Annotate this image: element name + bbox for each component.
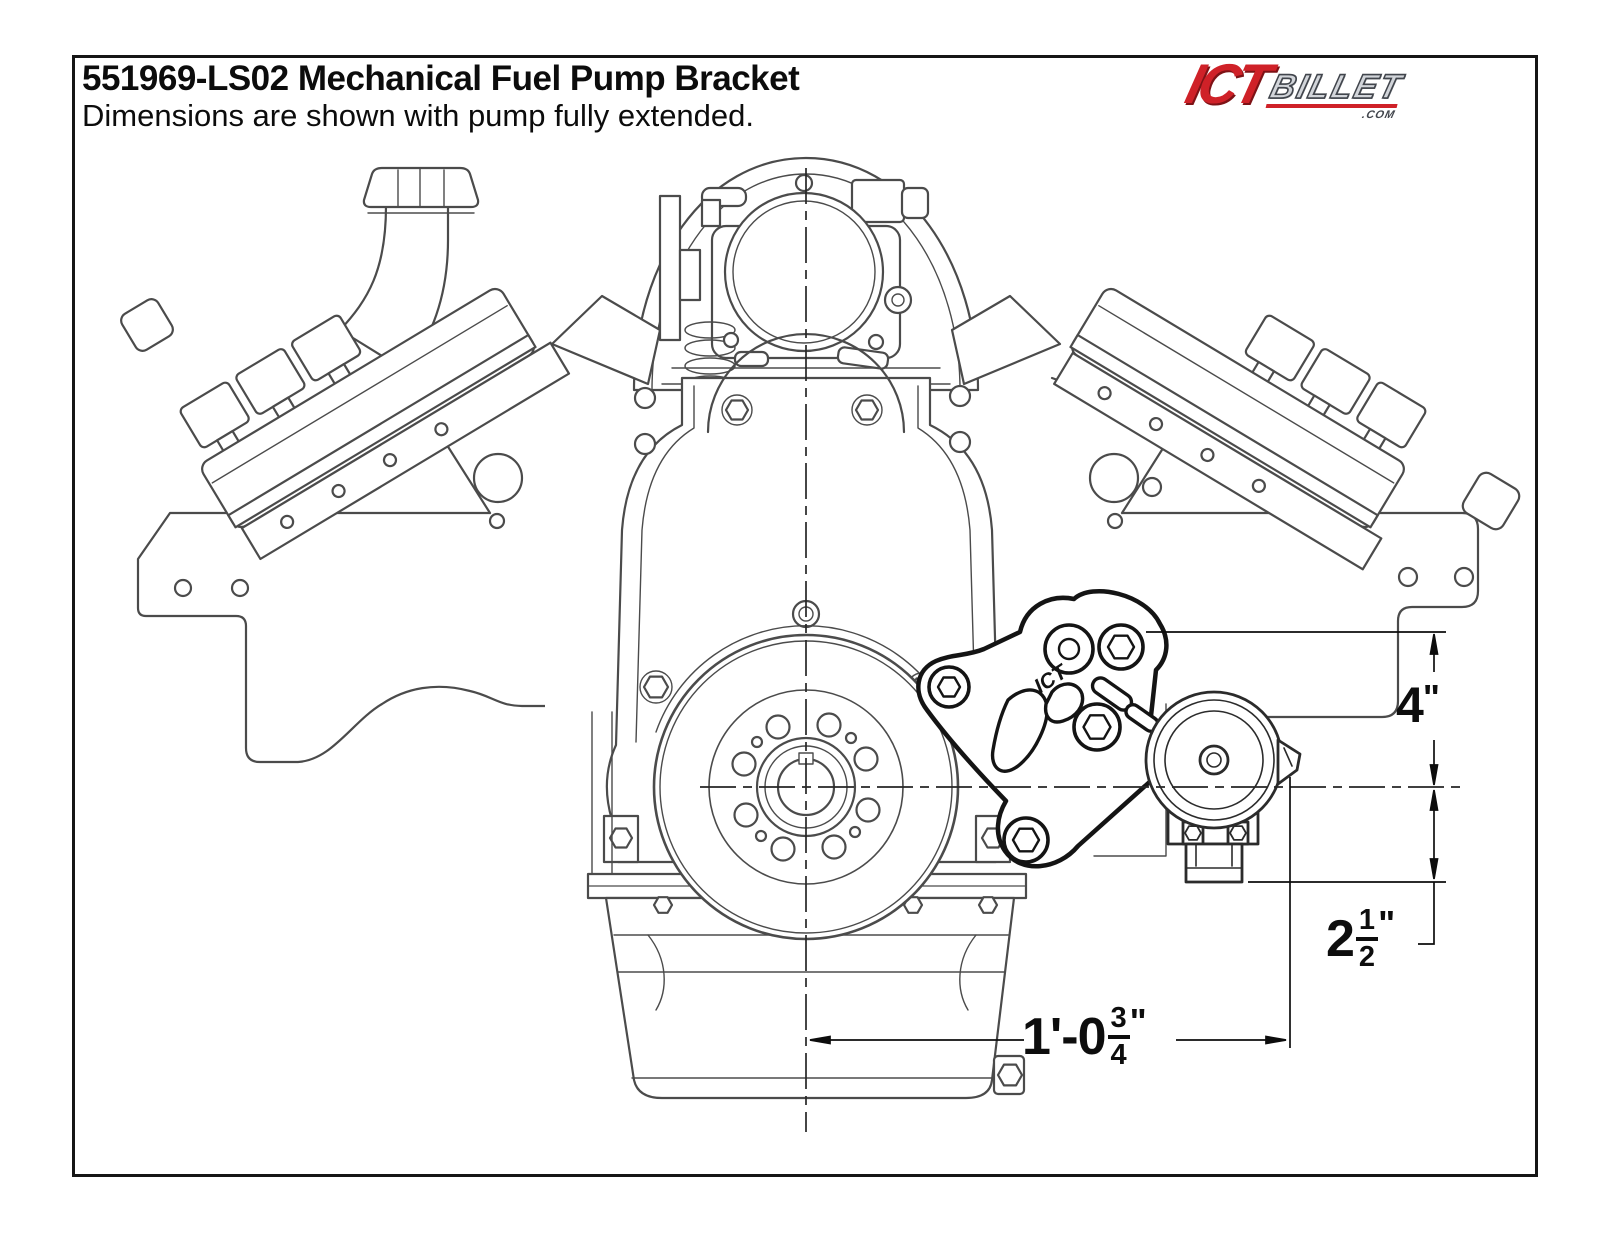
- left-accessory-plate: [136, 511, 562, 764]
- dimension-12-75in: [809, 777, 1291, 1048]
- pump-outlet-fitting: [1184, 825, 1247, 884]
- fraction-denominator: 2: [1358, 941, 1376, 973]
- pan-bolt: [652, 896, 674, 914]
- arrowhead: [1429, 633, 1439, 655]
- dimension-width-label: 1'-0 3 4 ": [1022, 1004, 1147, 1070]
- fraction-numerator: 3: [1107, 1004, 1130, 1039]
- arrowhead: [1429, 764, 1439, 786]
- valve-cover-right: [1053, 287, 1427, 571]
- arrowhead: [1265, 1035, 1287, 1045]
- page-subtitle: Dimensions are shown with pump fully ext…: [82, 97, 755, 133]
- pan-bolt: [977, 896, 999, 914]
- fraction-denominator: 4: [1110, 1039, 1127, 1071]
- mechanical-fuel-pump: [1144, 690, 1302, 884]
- leader-line: [1418, 882, 1435, 945]
- engine-block-left-side: [120, 298, 624, 712]
- throttle-body: [658, 173, 930, 411]
- page-title: 551969-LS02 Mechanical Fuel Pump Bracket: [82, 59, 800, 98]
- dim-2-5-unit: ": [1378, 903, 1396, 944]
- dim-2-5-whole: 2: [1326, 910, 1355, 968]
- arrowhead: [809, 1035, 831, 1045]
- dimension-4in-label: 4 ": [1396, 677, 1440, 733]
- arrowhead: [1429, 789, 1439, 811]
- dim-width-unit: ": [1129, 1001, 1147, 1042]
- drawing-border: [72, 55, 1538, 1177]
- valve-cover-left: [179, 287, 571, 561]
- dimension-4in: [1146, 631, 1446, 786]
- dim-width-whole: 1'-0: [1022, 1008, 1107, 1066]
- arrowhead: [1429, 858, 1439, 880]
- dimension-2-5in: [1248, 789, 1446, 945]
- dim-4-value: 4: [1396, 677, 1424, 733]
- dimension-2-5in-label: 2 1 2 ": [1326, 906, 1395, 972]
- pan-bolt: [902, 896, 924, 914]
- dim-4-unit: ": [1422, 677, 1440, 718]
- dim-2-5-fraction: 1 2: [1355, 906, 1379, 973]
- title-block: 551969-LS02 Mechanical Fuel Pump Bracket…: [82, 59, 800, 133]
- fraction-numerator: 1: [1355, 906, 1379, 941]
- dim-width-fraction: 3 4: [1107, 1004, 1130, 1071]
- fuel-pump-bracket: ICT: [916, 589, 1169, 869]
- oil-drain-plug: [992, 1054, 1026, 1096]
- engine-block-right-side: [990, 376, 1521, 640]
- oil-fill-cap: [362, 166, 480, 214]
